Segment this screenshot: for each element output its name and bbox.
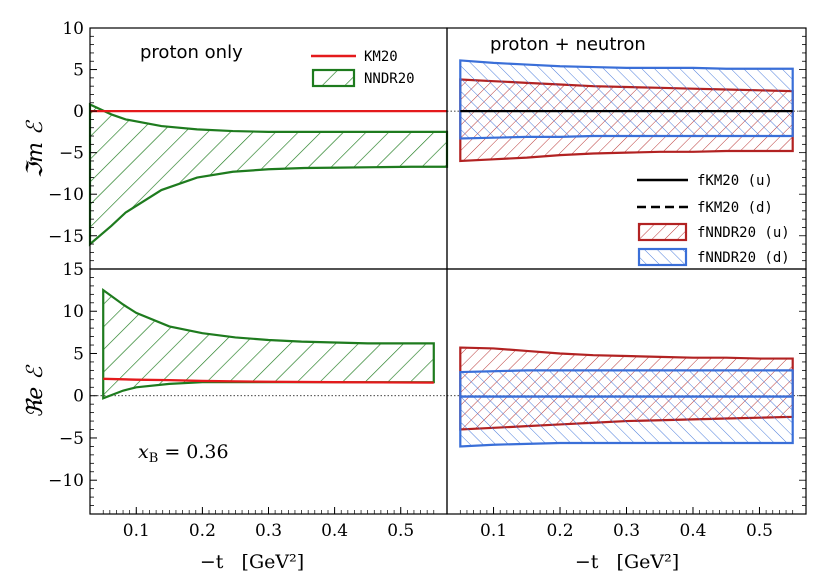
ylabel-bottom: ℜe ℰ xyxy=(23,364,48,418)
axes-frame xyxy=(89,268,448,515)
legend-key-nndr20 xyxy=(311,68,356,88)
band-edge-1 xyxy=(459,369,794,448)
ytick-label: −5 xyxy=(59,144,84,164)
legend-label-km20: KM20 xyxy=(364,49,398,65)
ytick-label: −10 xyxy=(48,471,84,491)
series-line-0 xyxy=(103,377,434,384)
ytick-label: 5 xyxy=(73,61,84,81)
xtick-label: 0.4 xyxy=(679,521,706,541)
ytick-label: 15 xyxy=(62,260,84,280)
band-fill-2 xyxy=(460,60,793,139)
ytick-label: −10 xyxy=(48,185,84,205)
ytick-label: 0 xyxy=(73,387,84,407)
legend-label-2: fNNDR20 (u) xyxy=(697,225,790,241)
xtick-label: 0.5 xyxy=(746,521,773,541)
band-fill-1 xyxy=(103,290,434,399)
legend-key-fnndr20-u xyxy=(637,222,688,242)
xtick-label: 0.3 xyxy=(255,521,282,541)
xtick-label: 0.1 xyxy=(123,521,150,541)
ytick-label: 10 xyxy=(62,19,84,39)
xtick-label: 0.3 xyxy=(613,521,640,541)
xtick-label: 0.5 xyxy=(387,521,414,541)
xtick-label: 0.4 xyxy=(321,521,348,541)
xtick-label: 0.2 xyxy=(546,521,573,541)
ytick-label: 5 xyxy=(73,344,84,364)
annotation-proton-only: proton only xyxy=(140,42,243,63)
xtick-label: 0.2 xyxy=(189,521,216,541)
legend-label-0: fKM20 (u) xyxy=(697,173,773,189)
panel-top-right xyxy=(446,27,807,270)
panel-bottom-left: −10 −5 0 5 10 15 0.1 0.2 0.3 0.4 0.5 xyxy=(48,260,448,541)
xlabel-left: −t [GeV²] xyxy=(200,551,304,573)
legend-label-3: fNNDR20 (d) xyxy=(697,250,790,266)
annotation-xb: xB = 0.36 xyxy=(138,441,229,466)
band-edge-2 xyxy=(459,59,794,140)
panel-bottom-right: 0.1 0.2 0.3 0.4 0.5 xyxy=(446,268,807,541)
ytick-label: 10 xyxy=(62,302,84,322)
legend-key-fnndr20-d xyxy=(637,247,688,267)
ylabel-top: ℑm ℰ xyxy=(23,119,48,178)
legend-label-nndr20: NNDR20 xyxy=(364,71,415,87)
legend-label-1: fKM20 (d) xyxy=(697,200,773,216)
ytick-label: −15 xyxy=(48,227,84,247)
annotation-proton-neutron: proton + neutron xyxy=(490,34,646,55)
xtick-label: 0.1 xyxy=(480,521,507,541)
legend-proton-neutron: fKM20 (u) fKM20 (d) fNNDR20 (u) fNNDR20 (d) xyxy=(637,173,790,267)
band-fill-1 xyxy=(90,104,447,245)
ytick-label: 0 xyxy=(73,102,84,122)
ytick-label: −5 xyxy=(59,429,84,449)
band-fill-1 xyxy=(460,370,793,447)
xlabel-right: −t [GeV²] xyxy=(575,551,679,573)
